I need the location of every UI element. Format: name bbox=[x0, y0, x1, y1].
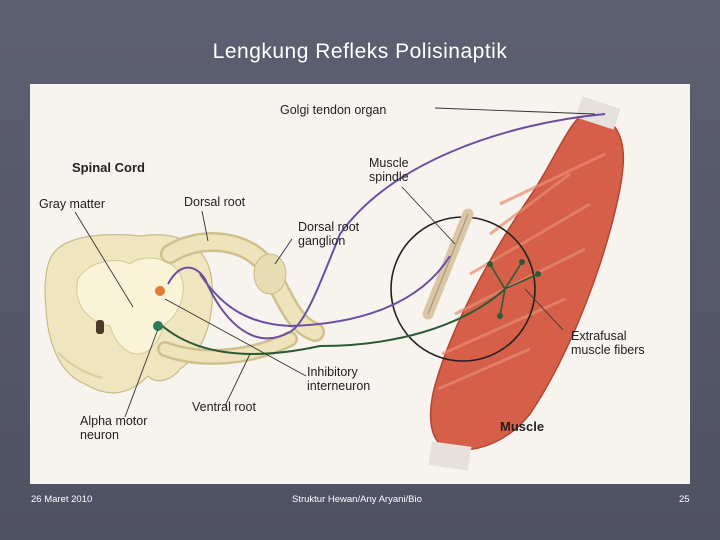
reflex-arc-figure: Spinal Cord Gray matter Dorsal root Golg… bbox=[30, 84, 690, 484]
reflex-arc-diagram: Spinal Cord Gray matter Dorsal root Golg… bbox=[39, 96, 645, 471]
label-golgi-tendon-organ: Golgi tendon organ bbox=[280, 103, 386, 117]
label-muscle-spindle-line1: Muscle bbox=[369, 156, 409, 170]
spinal-cord-illustration bbox=[44, 234, 213, 394]
leader-lines bbox=[74, 107, 596, 418]
label-extrafusal-line2: muscle fibers bbox=[571, 343, 645, 357]
nerve-roots bbox=[157, 232, 325, 365]
label-extrafusal-line1: Extrafusal bbox=[571, 329, 627, 343]
nerve-fibers bbox=[153, 113, 606, 355]
label-inhibitory-interneuron-line1: Inhibitory bbox=[307, 365, 358, 379]
footer-credit: Struktur Hewan/Any Aryani/Bio bbox=[292, 494, 422, 505]
slide-title: Lengkung Refleks Polisinaptik bbox=[212, 40, 508, 63]
footer-date: 26 Maret 2010 bbox=[31, 494, 93, 505]
label-spinal-cord: Spinal Cord bbox=[72, 160, 145, 175]
label-alpha-motor-neuron-line1: Alpha motor bbox=[80, 414, 147, 428]
label-muscle: Muscle bbox=[500, 419, 544, 434]
label-ventral-root: Ventral root bbox=[192, 400, 256, 414]
label-dorsal-root-ganglion-line1: Dorsal root bbox=[298, 220, 360, 234]
label-alpha-motor-neuron-line2: neuron bbox=[80, 428, 119, 442]
label-dorsal-root: Dorsal root bbox=[184, 195, 246, 209]
label-inhibitory-interneuron-line2: interneuron bbox=[307, 379, 370, 393]
label-dorsal-root-ganglion-line2: ganglion bbox=[298, 234, 345, 248]
label-muscle-spindle-line2: spindle bbox=[369, 170, 409, 184]
footer-page-number: 25 bbox=[679, 494, 690, 505]
label-gray-matter: Gray matter bbox=[39, 197, 105, 211]
